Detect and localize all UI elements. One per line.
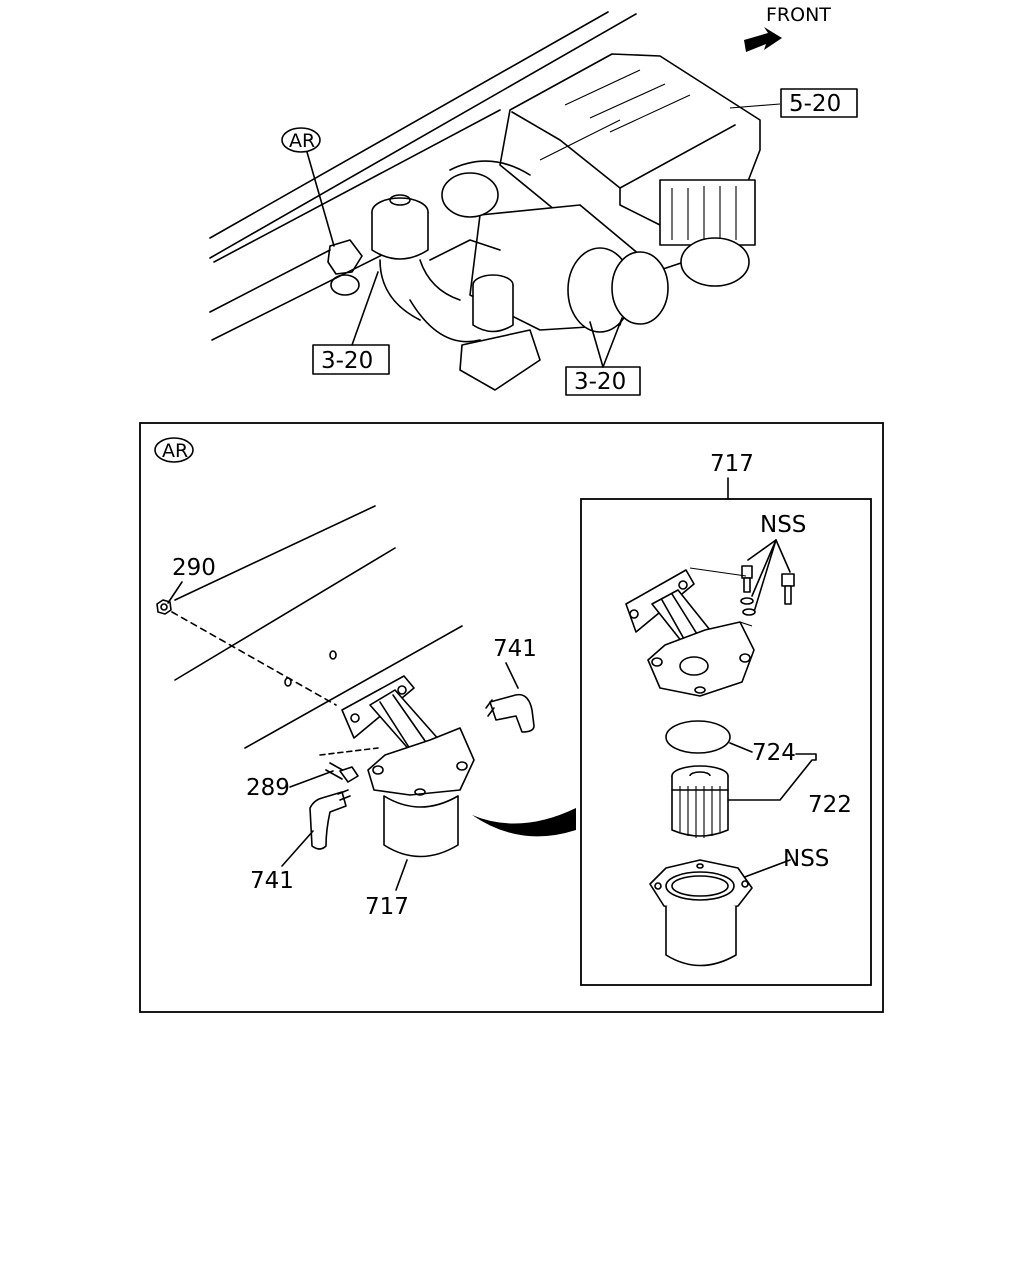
callout-717-main: 717 <box>365 894 409 920</box>
callout-290: 290 <box>172 555 216 581</box>
inset-filter-bowl <box>649 859 753 967</box>
inset-panel-717: 717 NSS <box>580 451 872 986</box>
callout-741-lower: 741 <box>250 868 294 894</box>
detail-frame <box>139 422 884 1013</box>
filter-element-722 <box>671 765 729 838</box>
fuel-filter-canister-vehicle <box>409 239 541 391</box>
air-filter-canister <box>371 194 461 321</box>
ar-bracket-location <box>327 239 363 296</box>
bolt-289 <box>319 747 379 783</box>
inset-title-717: 717 <box>710 451 754 477</box>
detail-panel: AR 290 <box>139 422 884 1013</box>
callout-289: 289 <box>246 775 290 801</box>
o-ring-724 <box>665 720 731 754</box>
filter-bowl-717 <box>383 795 459 858</box>
front-arrow-icon <box>744 27 782 52</box>
frame-rail-lines <box>174 505 463 749</box>
inset-bolts-washers <box>740 565 795 616</box>
nut-290 <box>156 599 337 706</box>
callout-722: 722 <box>808 792 852 818</box>
inset-filter-head <box>625 567 755 697</box>
expand-arrow-icon <box>472 808 576 837</box>
exhaust-tanks <box>441 160 669 333</box>
ref-box-engine: 5-20 <box>789 91 841 117</box>
ref-box-left-group: 3-20 <box>312 271 390 375</box>
filter-head-bracket <box>341 675 475 796</box>
ref-box-right-group: 3-20 <box>565 317 641 396</box>
ref-box-engine-group: 5-20 <box>780 88 858 118</box>
front-label: FRONT <box>766 4 831 26</box>
engine-block <box>499 53 781 287</box>
nss-label-top: NSS <box>760 512 806 538</box>
ar-label-top: AR <box>289 130 315 152</box>
elbow-fitting-lower <box>309 789 351 850</box>
callout-724: 724 <box>752 740 796 766</box>
nss-label-bottom: NSS <box>783 846 829 872</box>
ar-callout-top: AR <box>281 127 335 247</box>
callout-741-upper: 741 <box>493 636 537 662</box>
ref-box-right: 3-20 <box>574 369 626 395</box>
ref-box-left: 3-20 <box>321 348 373 374</box>
elbow-fitting-upper <box>485 693 535 733</box>
frame-hole-upper <box>329 650 337 660</box>
chassis-frame-lines <box>209 11 637 341</box>
ar-label-detail: AR <box>162 440 188 462</box>
inset-frame <box>580 498 872 986</box>
vehicle-overview: FRONT <box>209 4 858 396</box>
ar-callout-detail: AR <box>154 437 194 463</box>
